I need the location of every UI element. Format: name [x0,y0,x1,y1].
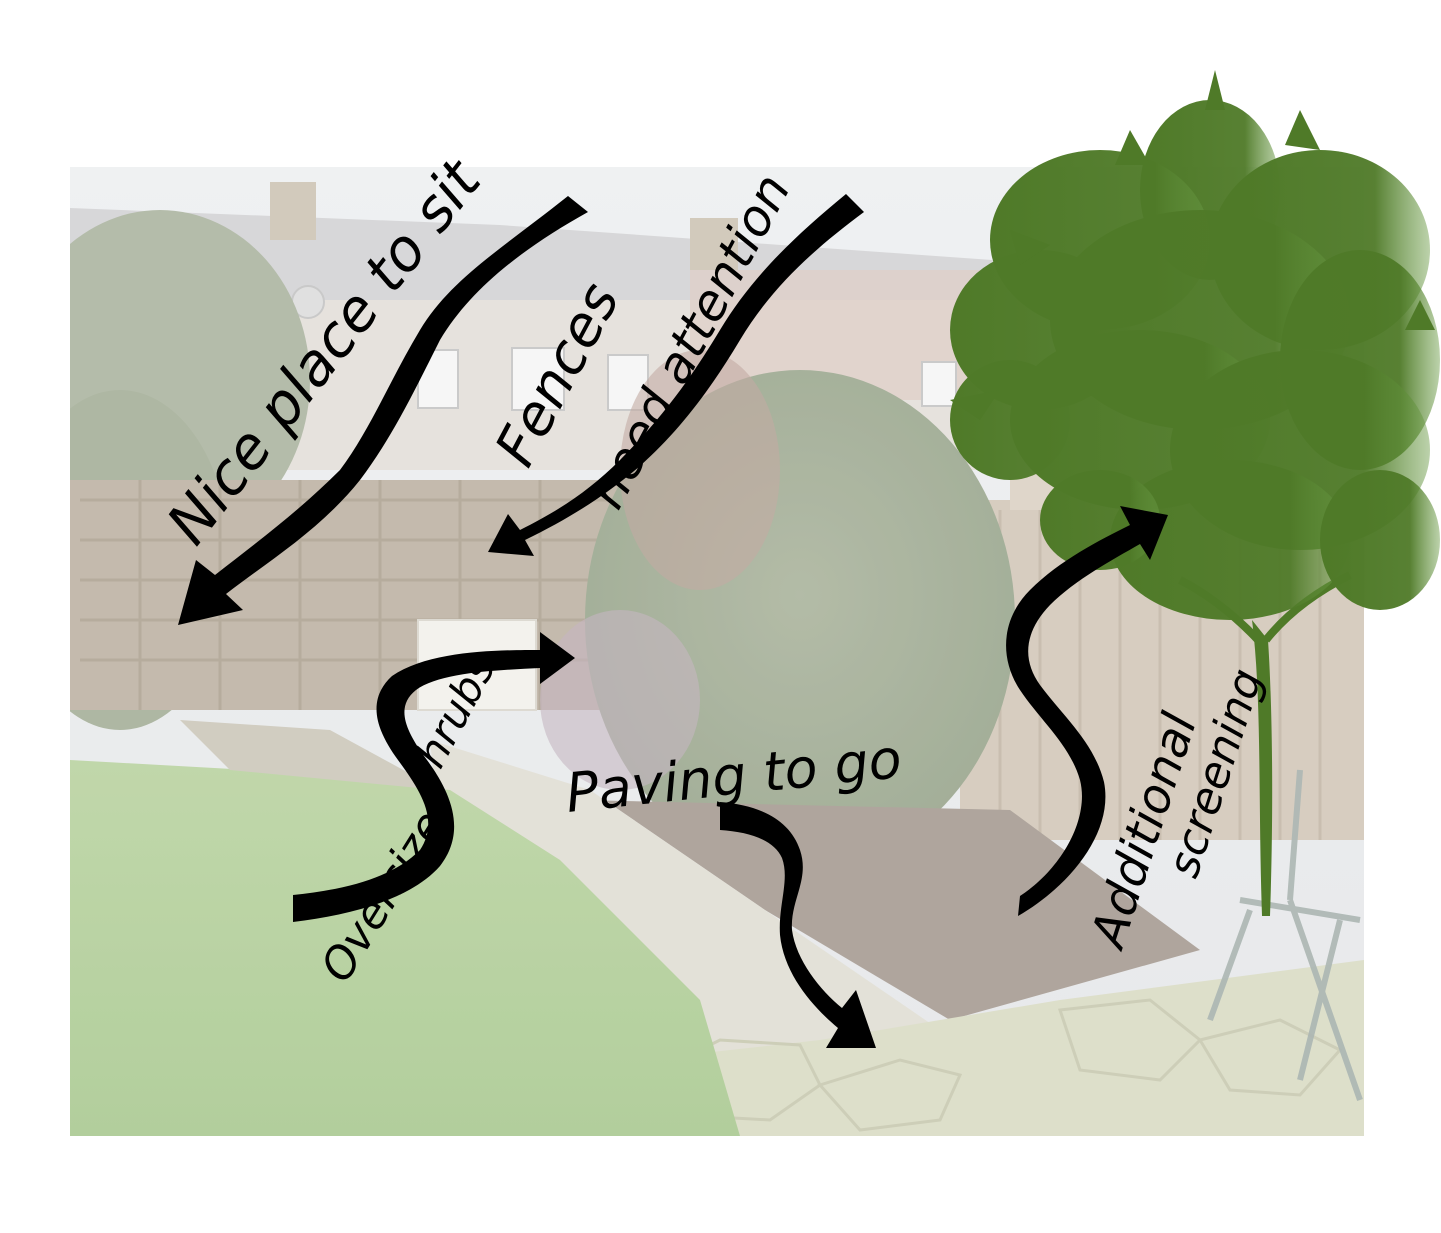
arrow-nice-place [178,196,588,625]
chimney [690,218,738,270]
chimney [270,182,316,240]
arrow-paving [720,802,876,1048]
window [511,347,565,411]
arrow-shrubs [293,632,575,922]
window [607,354,649,411]
flower-bed [580,800,1200,1020]
window [921,361,957,407]
arrow-screening [1006,506,1168,916]
arrow-fences [488,194,864,556]
patio-chair [1207,769,1363,1101]
tree-silhouette [950,70,1440,916]
annotation-arrows [178,194,1168,1048]
hex-patio [640,960,1364,1136]
lawn [70,760,740,1136]
